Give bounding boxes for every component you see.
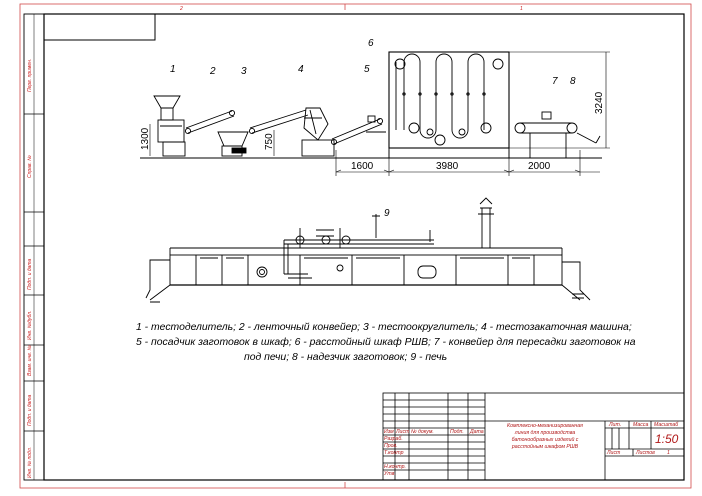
label-1: 1 xyxy=(170,64,176,75)
moulder-machine xyxy=(248,107,335,157)
tb-sheets-val: 1 xyxy=(667,450,670,456)
stamp-perv: Перв. примен. xyxy=(27,59,33,92)
tb-title-1: Комплексно-механизированная xyxy=(507,423,583,429)
label-4: 4 xyxy=(298,64,304,75)
sheet-outer-border xyxy=(19,3,692,489)
dim-2000: 2000 xyxy=(528,161,551,172)
label-8: 8 xyxy=(570,76,576,87)
notcher-box xyxy=(541,111,552,120)
top-number-2: 2 xyxy=(179,6,183,12)
stamp-podp-2: Подп. и дата xyxy=(27,394,33,426)
tb-role-utv: Утв. xyxy=(384,471,396,477)
stamp-vzam: Взам. инв. № xyxy=(27,344,33,376)
dim-3240: 3240 xyxy=(594,91,605,114)
tb-role-razrab: Разраб. xyxy=(384,436,403,442)
caption-line-2: 5 - посадчик заготовок в шкаф; 6 - расст… xyxy=(136,336,636,348)
tb-role-prov: Пров. xyxy=(384,443,398,449)
tb-title-2: линия для производства xyxy=(514,430,576,436)
stamp-inv-dubl: Инв. №дубл. xyxy=(27,311,33,340)
label-5: 5 xyxy=(364,64,370,75)
belt-conveyor xyxy=(184,109,236,135)
dimension-lines xyxy=(149,51,610,176)
tb-role-tkontr: Т.контр xyxy=(384,450,404,456)
tb-lit: Лит. xyxy=(608,422,621,428)
tb-sheets: Листов xyxy=(635,450,655,456)
dim-750: 750 xyxy=(264,133,275,150)
caption-line-1: 1 - тестоделитель; 2 - ленточный конвейе… xyxy=(136,322,632,333)
label-3: 3 xyxy=(241,66,247,77)
tb-title-3: батонообразных изделий с xyxy=(512,436,579,443)
stamp-podp-1: Подп. и дата xyxy=(27,258,33,290)
top-number-1: 1 xyxy=(520,6,523,12)
title-block-text: Изм Лист № докум. Подп. Дата Разраб. Про… xyxy=(384,422,679,477)
tb-title-4: расстойным шкафом РШВ xyxy=(511,443,579,450)
tb-scale-hdr: Масштаб xyxy=(654,422,679,428)
tb-sheet: Лист xyxy=(606,450,621,456)
label-7: 7 xyxy=(552,76,558,87)
corner-box xyxy=(44,14,156,41)
label-9: 9 xyxy=(384,208,390,219)
tb-hdr-izm: Изм xyxy=(384,429,394,435)
proofer-cabinet xyxy=(388,51,510,158)
dim-1300: 1300 xyxy=(140,127,151,150)
label-2: 2 xyxy=(209,66,216,77)
dim-3980: 3980 xyxy=(436,161,459,172)
stamp-inv-podl: Инв. № подл. xyxy=(27,447,33,478)
tb-hdr-date: Дата xyxy=(469,429,484,435)
line-scheme xyxy=(140,51,610,176)
stamp-sprav: Справ. № xyxy=(27,155,33,178)
rounder-machine xyxy=(217,131,249,157)
label-6: 6 xyxy=(368,38,374,49)
tb-hdr-list: Лист xyxy=(395,429,410,435)
transfer-conveyor xyxy=(514,122,601,158)
oven xyxy=(145,197,591,303)
caption-line-3: под печи; 8 - надезчик заготовок; 9 - пе… xyxy=(244,352,447,363)
tb-hdr-podp: Подп. xyxy=(450,429,464,435)
dim-1600: 1600 xyxy=(351,161,374,172)
tb-mass: Масса xyxy=(633,422,648,428)
loader-conveyor xyxy=(330,115,386,146)
scheme-labels: 1 2 3 4 5 6 7 8 1300 750 3240 1600 3980 … xyxy=(140,38,605,172)
title-block xyxy=(382,392,685,481)
divider-machine xyxy=(153,95,186,157)
tb-role-nkontr: Н.контр. xyxy=(384,464,406,470)
left-stamp-strip: Перв. примен. Справ. № Подп. и дата Инв.… xyxy=(23,13,45,481)
tb-hdr-doc: № докум. xyxy=(411,429,434,435)
drawing-frame xyxy=(43,13,685,481)
tb-scale: 1:50 xyxy=(655,432,679,446)
